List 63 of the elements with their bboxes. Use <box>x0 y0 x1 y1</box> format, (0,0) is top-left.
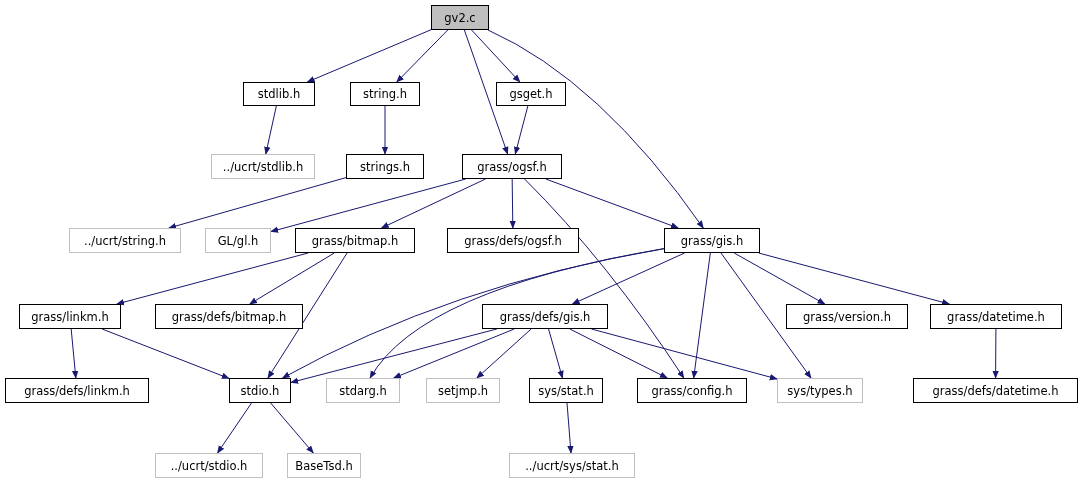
arrow <box>691 252 711 379</box>
arrow <box>290 328 498 384</box>
arrow <box>168 177 347 230</box>
file-box: ../ucrt/string.h <box>69 228 181 253</box>
file-box: stdarg.h <box>326 378 400 403</box>
arrow <box>569 328 668 379</box>
file-box: grass/gis.h <box>664 228 760 253</box>
file-box: grass/defs/bitmap.h <box>155 304 303 329</box>
arrow <box>393 328 515 379</box>
arrow <box>217 402 252 454</box>
arrow <box>369 248 665 379</box>
file-box: strings.h <box>346 154 424 179</box>
file-box: grass/ogsf.h <box>462 154 562 179</box>
file-box: gv2.c <box>431 5 489 30</box>
file-box: grass/config.h <box>637 378 747 403</box>
file-box: sys/types.h <box>777 378 863 403</box>
file-box: grass/defs/datetime.h <box>913 378 1078 403</box>
arrow <box>545 178 679 229</box>
file-box: BaseTsd.h <box>287 453 361 478</box>
arrow <box>267 252 348 379</box>
file-box: string.h <box>350 82 420 106</box>
arrow <box>720 252 812 379</box>
arrow <box>733 252 826 305</box>
arrow <box>70 328 79 379</box>
arrow <box>992 328 999 379</box>
file-box: grass/linkm.h <box>19 304 121 329</box>
arrow <box>463 29 509 155</box>
file-box: grass/bitmap.h <box>295 228 415 253</box>
file-box: grass/defs/ogsf.h <box>447 228 579 253</box>
file-box: grass/defs/gis.h <box>482 304 608 329</box>
arrow <box>548 328 564 379</box>
arrow <box>571 252 686 305</box>
arrow <box>566 402 574 454</box>
file-box: grass/datetime.h <box>930 304 1062 329</box>
arrow <box>306 29 432 83</box>
file-box: ../ucrt/stdio.h <box>155 453 263 478</box>
arrow <box>524 178 685 379</box>
arrow <box>101 328 230 379</box>
file-box: ../ucrt/stdlib.h <box>211 154 315 179</box>
file-box: sys/stat.h <box>529 378 603 403</box>
arrow <box>270 178 467 233</box>
file-box: GL/gl.h <box>205 228 271 253</box>
arrow <box>249 252 335 305</box>
file-box: ../ucrt/sys/stat.h <box>509 453 635 478</box>
file-box: grass/version.h <box>786 304 908 329</box>
arrow <box>380 178 486 229</box>
arrow <box>116 252 309 306</box>
arrow <box>509 178 516 229</box>
file-box: stdlib.h <box>243 82 315 106</box>
arrow <box>514 105 529 155</box>
arrow <box>471 29 521 83</box>
file-box: stdio.h <box>229 378 291 403</box>
arrow <box>396 29 449 83</box>
arrow <box>270 402 314 454</box>
file-box: gsget.h <box>496 82 566 106</box>
file-box: setjmp.h <box>426 378 500 403</box>
arrow <box>264 105 277 155</box>
file-box: grass/defs/linkm.h <box>5 378 149 403</box>
arrow <box>758 252 951 306</box>
arrow <box>381 105 389 155</box>
arrow <box>590 328 778 381</box>
arrow <box>476 328 532 379</box>
arrow <box>487 29 704 229</box>
